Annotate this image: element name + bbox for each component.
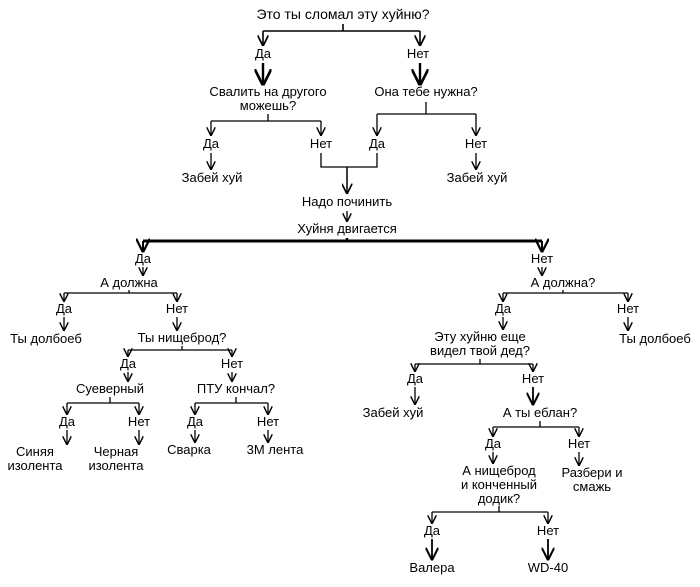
question-should-move: А должна?	[530, 275, 596, 290]
answer-no: Нет	[567, 436, 591, 451]
connector-line	[320, 153, 378, 168]
result-line: изолента	[7, 458, 63, 473]
question-line: видел твой дед?	[430, 343, 530, 358]
result-line: Черная	[93, 444, 139, 459]
answer-no: Нет	[309, 136, 333, 151]
question-line: Эту хуйню еще	[434, 329, 526, 344]
answer-yes: Да	[134, 251, 152, 266]
result-black-tape: Черная изолента	[88, 445, 143, 473]
question-line: додик?	[477, 491, 521, 506]
question-poor-dodik: А нищеброд и конченный додик?	[461, 464, 537, 506]
question-need-it: Она тебе нужна?	[374, 84, 478, 99]
answer-yes: Да	[484, 436, 502, 451]
answer-yes: Да	[186, 414, 204, 429]
result-forget-it: Забей хуй	[181, 170, 243, 185]
answer-yes: Да	[423, 523, 441, 538]
answer-yes: Да	[55, 301, 73, 316]
result-welding: Сварка	[167, 442, 211, 457]
answer-no: Нет	[165, 301, 189, 316]
answer-yes: Да	[119, 356, 137, 371]
question-poor: Ты нищеброд?	[137, 330, 227, 345]
must-fix: Надо починить	[301, 194, 393, 209]
result-line: смажь	[572, 479, 612, 494]
question-line: и конченный	[460, 477, 538, 492]
question-grandpa: Эту хуйню еще видел твой дед?	[430, 330, 530, 358]
answer-yes: Да	[406, 371, 424, 386]
root-question: Это ты сломал эту хуйню?	[256, 6, 430, 22]
answer-no: Нет	[220, 356, 244, 371]
result-wd40: WD-40	[527, 560, 569, 575]
answer-yes: Да	[58, 414, 76, 429]
question-line: Свалить на другого	[209, 84, 327, 99]
result-forget-it: Забей хуй	[362, 405, 424, 420]
question-should-move: А должна	[100, 275, 158, 290]
answer-yes: Да	[494, 301, 512, 316]
answer-no: Нет	[464, 136, 488, 151]
result-line: Разбери и	[561, 465, 623, 480]
answer-yes: Да	[254, 46, 272, 61]
question-moves: Хуйня двигается	[297, 221, 397, 236]
result-3m-tape: 3М лента	[246, 442, 304, 457]
question-superstitious: Суеверный	[76, 381, 144, 396]
question-vocational-school: ПТУ кончал?	[196, 381, 276, 396]
result-disassemble-lubricate: Разбери и смажь	[561, 466, 622, 494]
result-idiot: Ты долбоеб	[10, 331, 82, 346]
result-line: изолента	[88, 458, 144, 473]
answer-no: Нет	[256, 414, 280, 429]
result-valera: Валера	[409, 560, 455, 575]
result-blue-tape: Синяя изолента	[7, 445, 62, 473]
result-forget-it: Забей хуй	[446, 170, 508, 185]
question-moron: А ты еблан?	[502, 405, 578, 420]
answer-no: Нет	[406, 46, 430, 61]
answer-no: Нет	[536, 523, 560, 538]
answer-yes: Да	[202, 136, 220, 151]
answer-no: Нет	[530, 251, 554, 266]
answer-no: Нет	[616, 301, 640, 316]
result-line: Синяя	[16, 444, 54, 459]
result-idiot: Ты долбоеб	[619, 331, 691, 346]
answer-yes: Да	[368, 136, 386, 151]
answer-no: Нет	[521, 371, 545, 386]
question-line: А нищеброд	[462, 463, 536, 478]
question-blame-other: Свалить на другого можешь?	[209, 85, 326, 113]
answer-no: Нет	[127, 414, 151, 429]
question-line: можешь?	[239, 98, 297, 113]
